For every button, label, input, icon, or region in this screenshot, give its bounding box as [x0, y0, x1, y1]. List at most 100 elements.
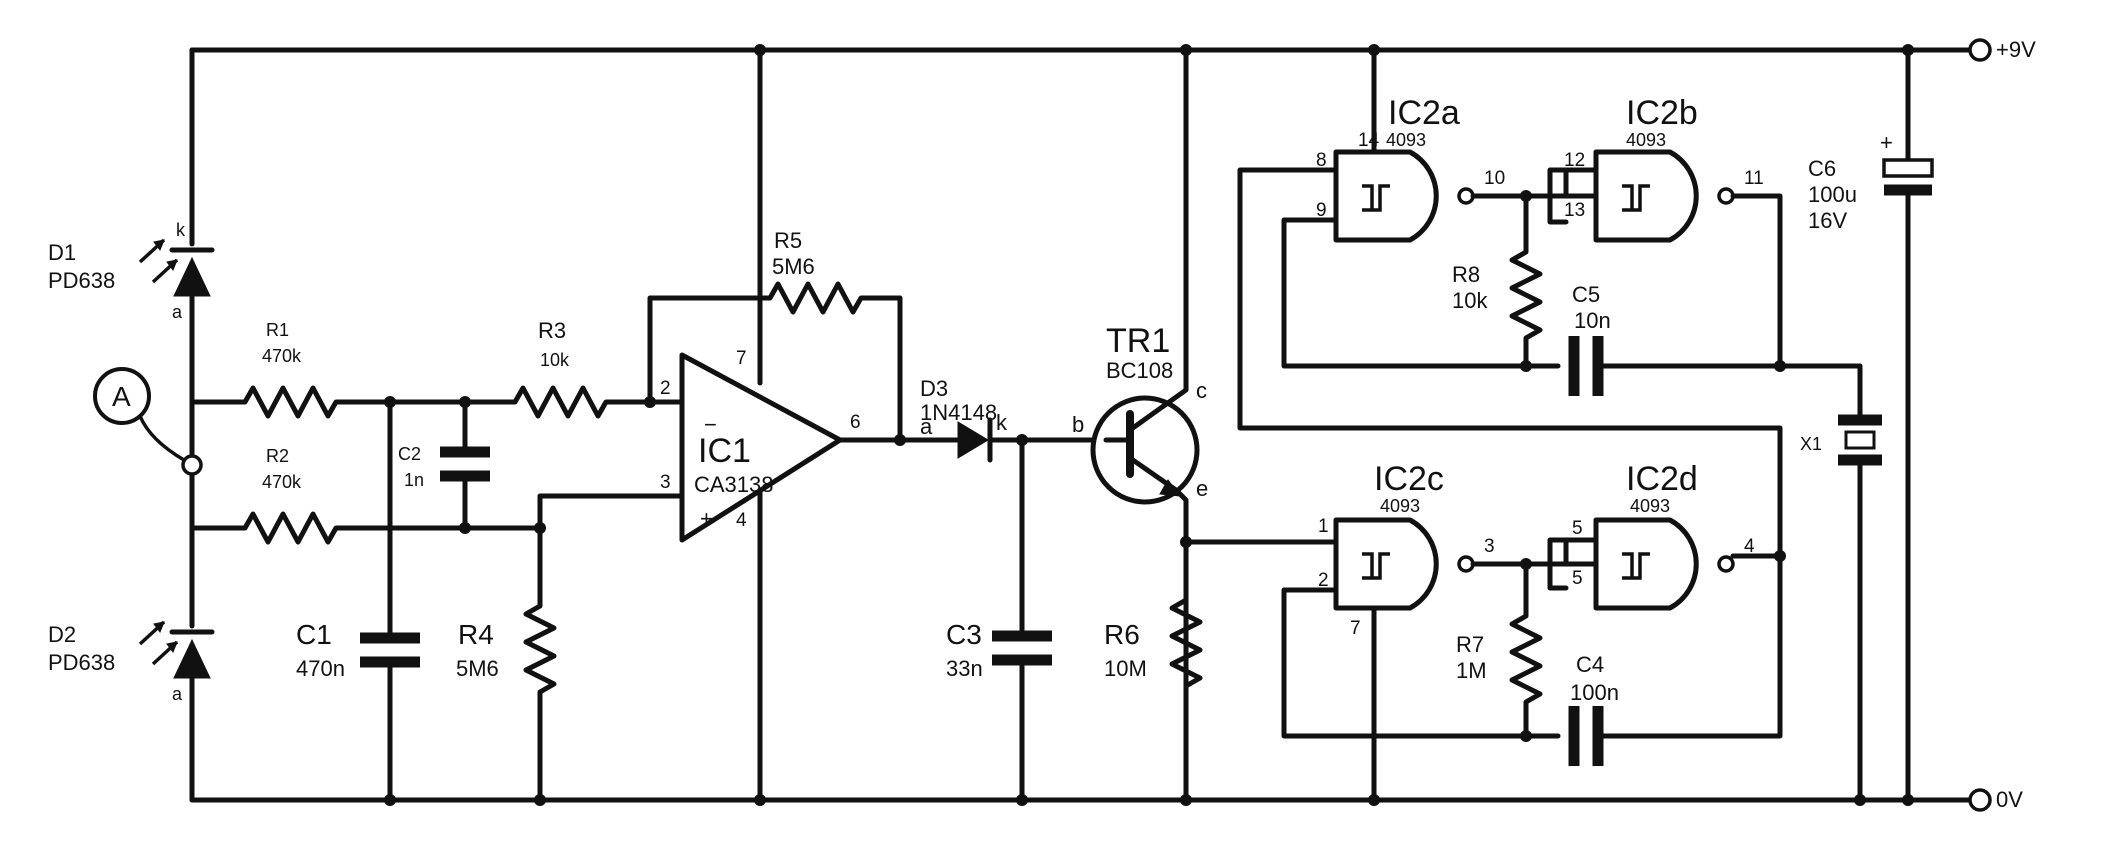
c6-plus-sign: + — [1880, 130, 1893, 155]
d2-anode-label: a — [172, 684, 183, 704]
ic1-pin4: 4 — [736, 510, 747, 531]
c6-ref: C6 — [1808, 156, 1836, 181]
c2-ref: C2 — [398, 444, 421, 464]
ground-rail: 0V — [189, 787, 2023, 812]
d1-ref: D1 — [48, 240, 76, 265]
ic2d-pin5a: 5 — [1572, 518, 1583, 539]
capacitor-c5: C5 10n — [1568, 282, 1786, 396]
resistor-r8: R8 10k — [1452, 193, 1543, 372]
r6-ref: R6 — [1104, 619, 1140, 650]
c2-value: 1n — [404, 470, 424, 490]
resistor-r4: R4 5M6 — [456, 493, 683, 806]
r3-ref: R3 — [538, 318, 566, 343]
ic2a-part: 4093 — [1386, 130, 1426, 150]
r8-value: 10k — [1452, 288, 1488, 313]
c4-ref: C4 — [1576, 652, 1604, 677]
r8-ref: R8 — [1452, 262, 1480, 287]
vplus-label: +9V — [1996, 37, 2036, 62]
r6-value: 10M — [1104, 656, 1147, 681]
r7-ref: R7 — [1456, 632, 1484, 657]
ic2a-pin10: 10 — [1484, 168, 1505, 189]
ic2b-part: 4093 — [1626, 130, 1666, 150]
transistor-tr1: TR1 BC108 b c e — [1072, 44, 1208, 803]
r1-ref: R1 — [266, 320, 289, 340]
capacitor-c2: C2 1n — [398, 396, 490, 534]
c5-value: 10n — [1574, 308, 1611, 333]
ic2d-ref: IC2d — [1626, 460, 1698, 498]
r5-value: 5M6 — [772, 254, 815, 279]
ic2b-pin12: 12 — [1564, 150, 1585, 171]
ic2d-pin4: 4 — [1744, 536, 1755, 557]
ammeter-symbol — [93, 367, 151, 425]
resistor-r6: R6 10M — [1104, 536, 1203, 806]
photodiode-d2: a D2 PD638 — [48, 457, 215, 803]
gate-ic2b: IC2b 4093 12 13 11 — [1564, 94, 1764, 243]
ic2c-pin2: 2 — [1318, 570, 1329, 591]
d3-part: 1N4148 — [920, 400, 997, 425]
resistor-r7: R7 1M — [1456, 561, 1543, 742]
positive-supply-rail: +9V — [189, 37, 2036, 62]
ic1-ref: IC1 — [698, 432, 751, 470]
resistor-r1: R1 470k — [189, 320, 393, 419]
d3-ref: D3 — [920, 376, 948, 401]
ic2a-pin8: 8 — [1316, 150, 1327, 171]
capacitor-c6: + C6 100u 16V — [1808, 44, 1934, 806]
capacitor-c4: C4 100n — [1568, 652, 1619, 766]
ic2d-part: 4093 — [1630, 496, 1670, 516]
ic2b-ref: IC2b — [1626, 94, 1698, 132]
diode-d3: D3 1N4148 a k — [920, 376, 1008, 463]
ic2c-pin3: 3 — [1484, 536, 1495, 557]
r2-ref: R2 — [266, 446, 289, 466]
zero-volt-label: 0V — [1996, 787, 2023, 812]
d3-anode-label: a — [920, 414, 933, 439]
capacitor-c1: C1 470n — [296, 396, 420, 803]
r2-value: 470k — [262, 472, 302, 492]
c1-value: 470n — [296, 656, 345, 681]
ic2c-pin1: 1 — [1318, 516, 1329, 537]
r4-ref: R4 — [458, 619, 494, 650]
meter-a: A — [93, 367, 203, 476]
r3-value: 10k — [540, 350, 570, 370]
resistor-r3: R3 10k — [462, 318, 683, 419]
zero-volt-terminal — [1968, 788, 1992, 812]
tr1-collector-label: c — [1196, 378, 1207, 403]
d1-part: PD638 — [48, 268, 115, 293]
meter-label: A — [112, 381, 131, 412]
ic2b-pin11: 11 — [1744, 168, 1764, 189]
c1-ref: C1 — [296, 619, 332, 650]
d1-cathode-label: k — [176, 220, 186, 240]
lower-oscillator-wiring — [1281, 537, 1786, 739]
piezo-buzzer-x1: X1 — [1777, 363, 1882, 806]
d2-ref: D2 — [48, 622, 76, 647]
ic2d-pin5b: 5 — [1572, 568, 1583, 589]
ic2b-pin13: 13 — [1564, 200, 1585, 221]
ic1-pin2: 2 — [660, 378, 671, 399]
tr1-emitter-label: e — [1196, 476, 1208, 501]
c6-voltage: 16V — [1808, 208, 1847, 233]
resistor-r2: R2 470k — [189, 446, 393, 545]
d2-part: PD638 — [48, 650, 115, 675]
ic2c-ref: IC2c — [1374, 460, 1444, 498]
c3-ref: C3 — [946, 619, 982, 650]
centre-node — [181, 454, 203, 476]
ic2a-pin9: 9 — [1316, 200, 1327, 221]
tr1-ref: TR1 — [1106, 322, 1170, 360]
photodiode-d1: k a D1 PD638 — [48, 47, 215, 463]
upper-oscillator-wiring — [1237, 167, 1783, 559]
d1-anode-label: a — [172, 302, 183, 322]
resistor-r5: R5 5M6 — [644, 228, 903, 443]
ic2c-pin7: 7 — [1350, 618, 1361, 639]
x1-ref: X1 — [1800, 434, 1822, 454]
gate-ic2d: IC2d 4093 5 5 4 — [1572, 460, 1755, 611]
d3-cathode-label: k — [996, 410, 1008, 435]
ic2a-ref: IC2a — [1388, 94, 1460, 132]
c5-ref: C5 — [1572, 282, 1600, 307]
ic1-pin6: 6 — [850, 412, 861, 433]
opamp-ic1: IC1 CA3138 − + 2 3 7 4 6 — [660, 348, 861, 543]
gate-ic2a: IC2a 4093 8 9 10 14 — [1316, 94, 1505, 243]
tr1-base-label: b — [1072, 412, 1084, 437]
vplus-terminal — [1968, 38, 1992, 62]
r5-ref: R5 — [774, 228, 802, 253]
capacitor-c3: C3 33n — [946, 434, 1052, 806]
